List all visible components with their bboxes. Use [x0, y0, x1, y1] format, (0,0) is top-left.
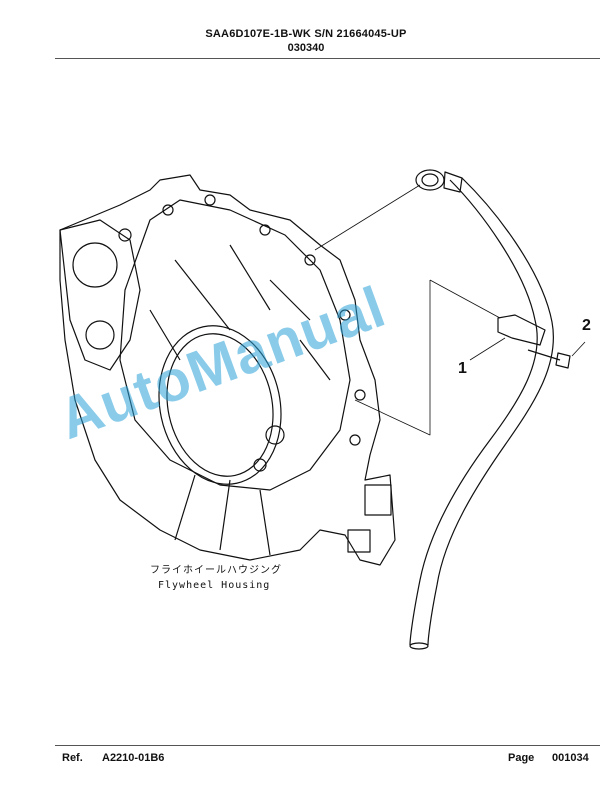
callout-2: 2 — [582, 317, 591, 334]
gear-hole-2 — [85, 320, 115, 350]
housing-inner-web — [119, 199, 351, 491]
leader-line — [571, 341, 586, 357]
bolt-boss — [339, 309, 351, 321]
breather-tube — [427, 177, 554, 646]
caption-japanese: フライホイールハウジング — [150, 563, 282, 576]
bolt-boss — [162, 204, 174, 216]
gear-plate — [59, 219, 141, 371]
header-rule — [55, 58, 600, 59]
leader-line — [469, 337, 506, 361]
clamp-part-1 — [497, 314, 546, 346]
bolt-boss — [354, 389, 366, 401]
page-label: Page — [508, 752, 535, 764]
leader-line — [314, 184, 421, 251]
bolt-boss — [349, 434, 361, 446]
flywheel-housing-outline — [59, 174, 396, 566]
bolt-boss — [204, 194, 216, 206]
hose-clamp — [443, 171, 463, 193]
breather-tube — [409, 179, 538, 646]
callout-1: 1 — [458, 360, 467, 377]
model-serial-heading: SAA6D107E-1B-WK S/N 21664045-UP — [205, 28, 407, 40]
flywheel-bore — [158, 325, 282, 485]
flywheel-bore-inner — [166, 333, 274, 477]
mount-pad — [364, 484, 392, 516]
leader-line — [354, 280, 431, 436]
bolt-boss — [259, 224, 271, 236]
bolt-boss — [253, 458, 267, 472]
caption-english: Flywheel Housing — [158, 580, 270, 591]
hose-fitting-inner — [421, 173, 439, 187]
footer-rule — [55, 745, 600, 746]
page-code: 030340 — [287, 42, 325, 54]
tube-end — [409, 642, 429, 650]
parts-diagram: 1 2 フライホイールハウジング Flywheel Housing — [59, 169, 591, 650]
bolt-part-2-head — [555, 352, 571, 369]
gear-hole-3 — [118, 228, 132, 242]
ref-label: Ref. — [62, 752, 83, 764]
bolt-part-2 — [527, 349, 561, 361]
housing-rib — [149, 244, 331, 556]
mount-pad — [347, 529, 371, 553]
page-number: 001034 — [552, 752, 589, 764]
bolt-boss — [304, 254, 316, 266]
bolt-boss — [265, 425, 285, 445]
leader-line — [429, 279, 501, 319]
gear-hole-1 — [72, 242, 118, 288]
ref-value: A2210-01B6 — [102, 752, 165, 764]
hose-fitting — [415, 169, 445, 191]
